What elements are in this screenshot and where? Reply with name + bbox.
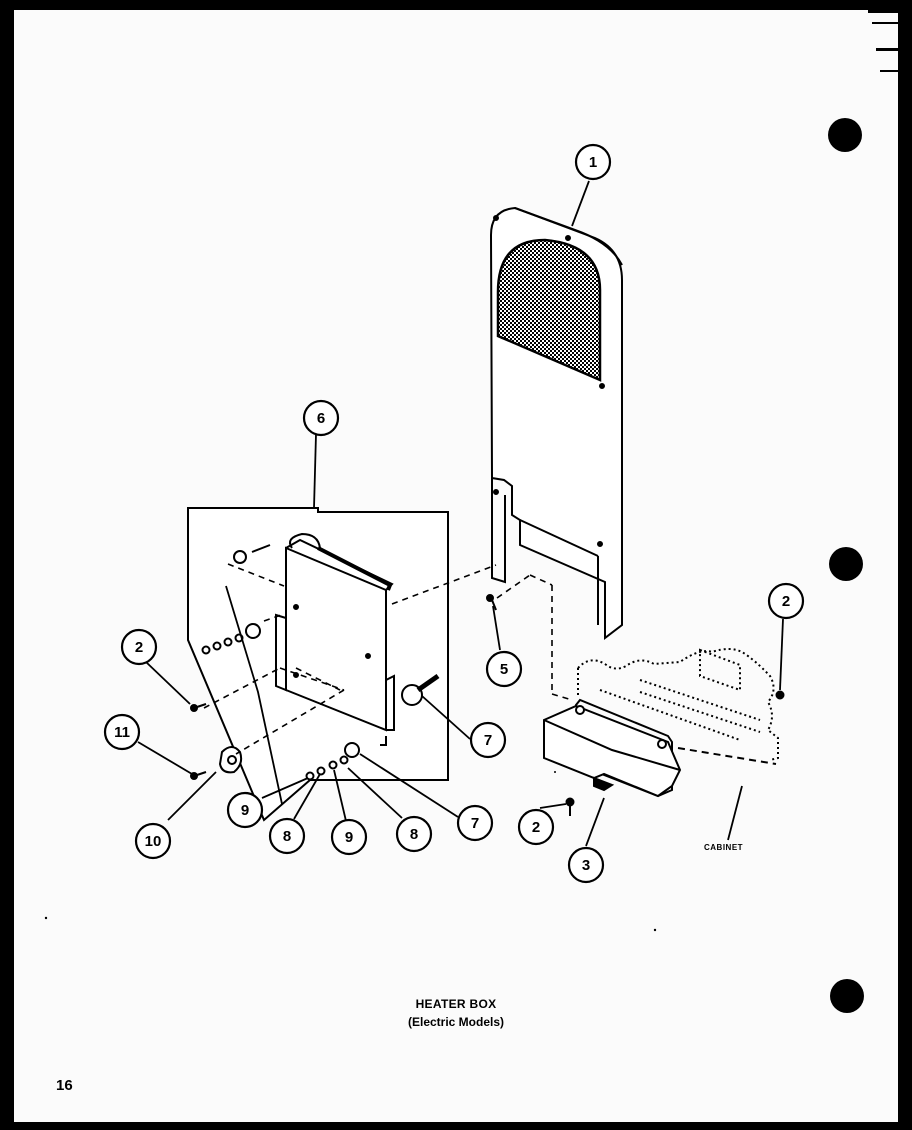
- callout-1-label: 1: [589, 154, 597, 171]
- callout-2-right-label: 2: [782, 593, 790, 610]
- diagram-subtitle: (Electric Models): [407, 1015, 505, 1029]
- callout-1: 1: [574, 143, 612, 181]
- callout-7-upper-label: 7: [484, 732, 492, 749]
- callout-2-bottom-label: 2: [532, 819, 540, 836]
- washer-stack-left: [201, 623, 261, 655]
- callout-8-right: 8: [395, 815, 433, 853]
- leader-lines: [137, 180, 784, 847]
- callout-8-left-label: 8: [283, 828, 291, 845]
- callout-7-upper: 7: [469, 721, 507, 759]
- callout-5-label: 5: [500, 661, 508, 678]
- callout-2-left: 2: [120, 628, 158, 666]
- page-number: 16: [56, 1077, 73, 1094]
- screws: [190, 594, 785, 816]
- callout-7-lower-label: 7: [471, 815, 479, 832]
- callout-2-right: 2: [767, 582, 805, 620]
- callout-6: 6: [302, 399, 340, 437]
- callout-5: 5: [485, 650, 523, 688]
- cabinet-dashed-lines: [677, 747, 777, 765]
- duct-panel: [489, 206, 623, 641]
- callout-11-label: 11: [114, 724, 130, 741]
- washer-stack-bottom: [305, 755, 349, 781]
- cabinet-label: CABINET: [704, 843, 743, 852]
- punch-hole-bottom: [830, 979, 864, 1013]
- punch-hole-top: [828, 118, 862, 152]
- heater-assembly-box: [187, 507, 449, 822]
- cabinet-outline: [577, 648, 779, 761]
- callout-3: 3: [567, 846, 605, 884]
- callout-7-lower: 7: [456, 804, 494, 842]
- callout-10-label: 10: [145, 833, 162, 850]
- callout-9-left: 9: [226, 791, 264, 829]
- punch-hole-middle: [829, 547, 863, 581]
- paper-sheet: [14, 10, 898, 1122]
- callout-6-label: 6: [317, 410, 325, 427]
- diagram-title: HEATER BOX: [415, 997, 497, 1011]
- scan-specks: [44, 10, 898, 932]
- callout-9-right: 9: [330, 818, 368, 856]
- callout-11: 11: [103, 713, 141, 751]
- callout-8-right-label: 8: [410, 826, 418, 843]
- callout-9-right-label: 9: [345, 829, 353, 846]
- thermostat: [218, 746, 243, 774]
- bracket: [543, 698, 682, 798]
- callout-3-label: 3: [582, 857, 590, 874]
- callout-10: 10: [134, 822, 172, 860]
- alignment-lines: [203, 563, 573, 755]
- callout-8-left: 8: [268, 817, 306, 855]
- callout-2-left-label: 2: [135, 639, 143, 656]
- callout-9-left-label: 9: [241, 802, 249, 819]
- callout-2-bottom: 2: [517, 808, 555, 846]
